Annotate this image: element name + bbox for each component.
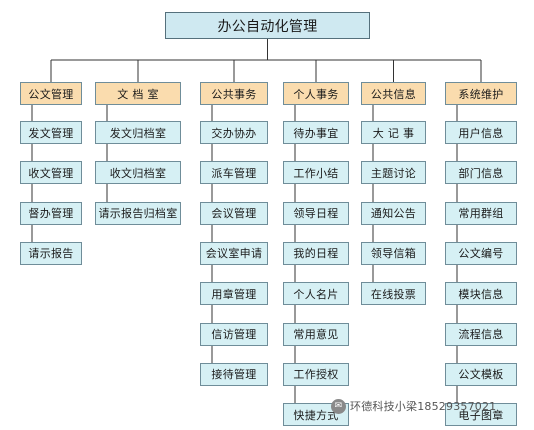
wechat-icon: ✉ — [331, 398, 346, 414]
item-node: 会议室申请 — [200, 241, 268, 265]
item-node: 个人名片 — [283, 282, 349, 306]
item-node: 派车管理 — [200, 161, 268, 185]
item-node: 在线投票 — [361, 282, 426, 306]
item-node: 模块信息 — [445, 282, 517, 306]
category-node: 文 档 室 — [95, 82, 181, 105]
item-node: 会议管理 — [200, 201, 268, 225]
item-node: 发文管理 — [20, 121, 82, 144]
item-node: 常用群组 — [445, 201, 517, 225]
item-node: 我的日程 — [283, 241, 349, 265]
category-node: 系统维护 — [445, 82, 517, 105]
item-node: 工作小结 — [283, 161, 349, 185]
category-node: 个人事务 — [283, 82, 349, 105]
watermark: ✉ 环德科技小梁18529357021 — [331, 396, 496, 416]
item-node: 请示报告 — [20, 241, 82, 265]
watermark-text: 环德科技小梁18529357021 — [350, 400, 497, 413]
item-node: 请示报告归档室 — [95, 201, 181, 225]
item-node: 流程信息 — [445, 322, 517, 346]
item-node: 部门信息 — [445, 161, 517, 185]
item-node: 领导日程 — [283, 201, 349, 225]
item-node: 用章管理 — [200, 282, 268, 306]
item-node: 待办事宜 — [283, 121, 349, 144]
item-node: 主题讨论 — [361, 161, 426, 185]
item-node: 公文编号 — [445, 241, 517, 265]
item-node: 交办协办 — [200, 121, 268, 144]
item-node: 工作授权 — [283, 362, 349, 386]
item-node: 常用意见 — [283, 322, 349, 346]
item-node: 发文归档室 — [95, 121, 181, 144]
item-node: 大 记 事 — [361, 121, 426, 144]
item-node: 收文管理 — [20, 161, 82, 185]
item-node: 领导信箱 — [361, 241, 426, 265]
item-node: 收文归档室 — [95, 161, 181, 185]
item-node: 用户信息 — [445, 121, 517, 144]
item-node: 电子图章 — [445, 403, 517, 427]
category-node: 公文管理 — [20, 82, 82, 105]
category-node: 公共信息 — [361, 82, 426, 105]
item-node: 接待管理 — [200, 362, 268, 386]
item-node: 督办管理 — [20, 201, 82, 225]
item-node: 通知公告 — [361, 201, 426, 225]
item-node: 信访管理 — [200, 322, 268, 346]
root-node: 办公自动化管理 — [165, 12, 370, 39]
item-node: 公文模板 — [445, 362, 517, 386]
category-node: 公共事务 — [200, 82, 268, 105]
